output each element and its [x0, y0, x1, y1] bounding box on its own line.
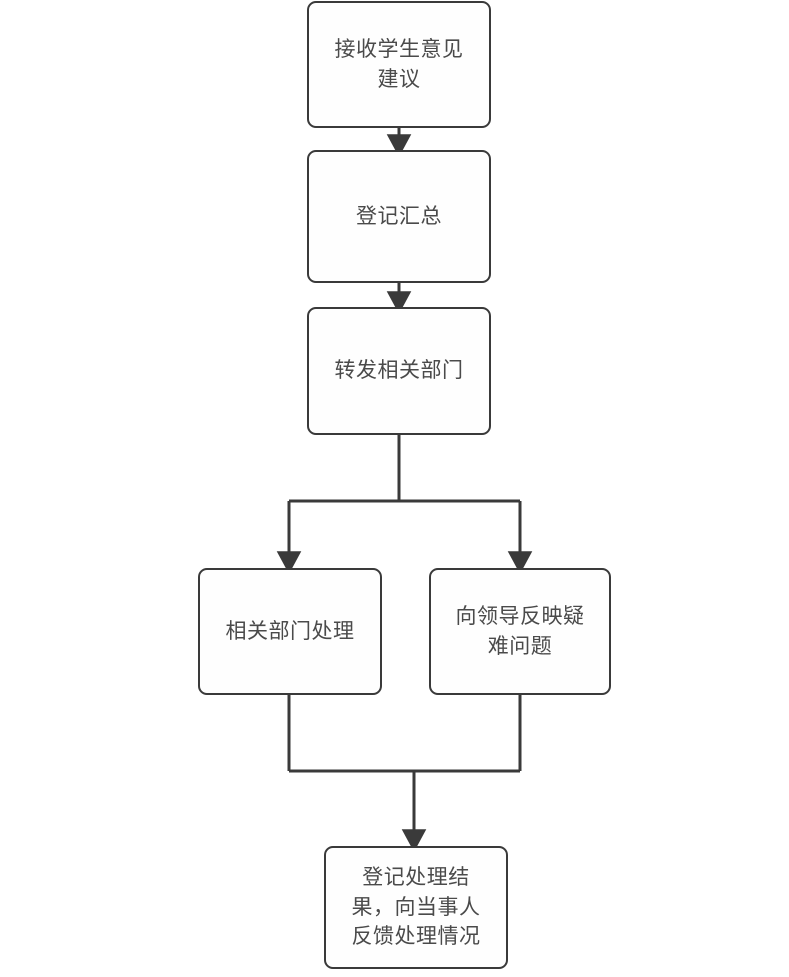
node-receive-student-feedback[interactable]: 接收学生意见 建议: [307, 1, 491, 128]
node-label: 登记汇总: [356, 203, 442, 228]
node-register-summary[interactable]: 登记汇总: [307, 150, 491, 283]
node-label: 向领导反映疑 难问题: [455, 603, 585, 658]
node-label: 登记处理结 果，向当事人 反馈处理情况: [351, 864, 481, 949]
node-label: 转发相关部门: [334, 358, 464, 383]
node-record-result-and-feedback[interactable]: 登记处理结 果，向当事人 反馈处理情况: [324, 846, 508, 969]
node-forward-to-department[interactable]: 转发相关部门: [307, 307, 491, 435]
node-department-handles[interactable]: 相关部门处理: [198, 568, 382, 695]
node-label: 接收学生意见 建议: [334, 36, 464, 91]
node-report-difficult-issues-to-leadership[interactable]: 向领导反映疑 难问题: [429, 568, 611, 695]
node-label: 相关部门处理: [225, 618, 355, 643]
